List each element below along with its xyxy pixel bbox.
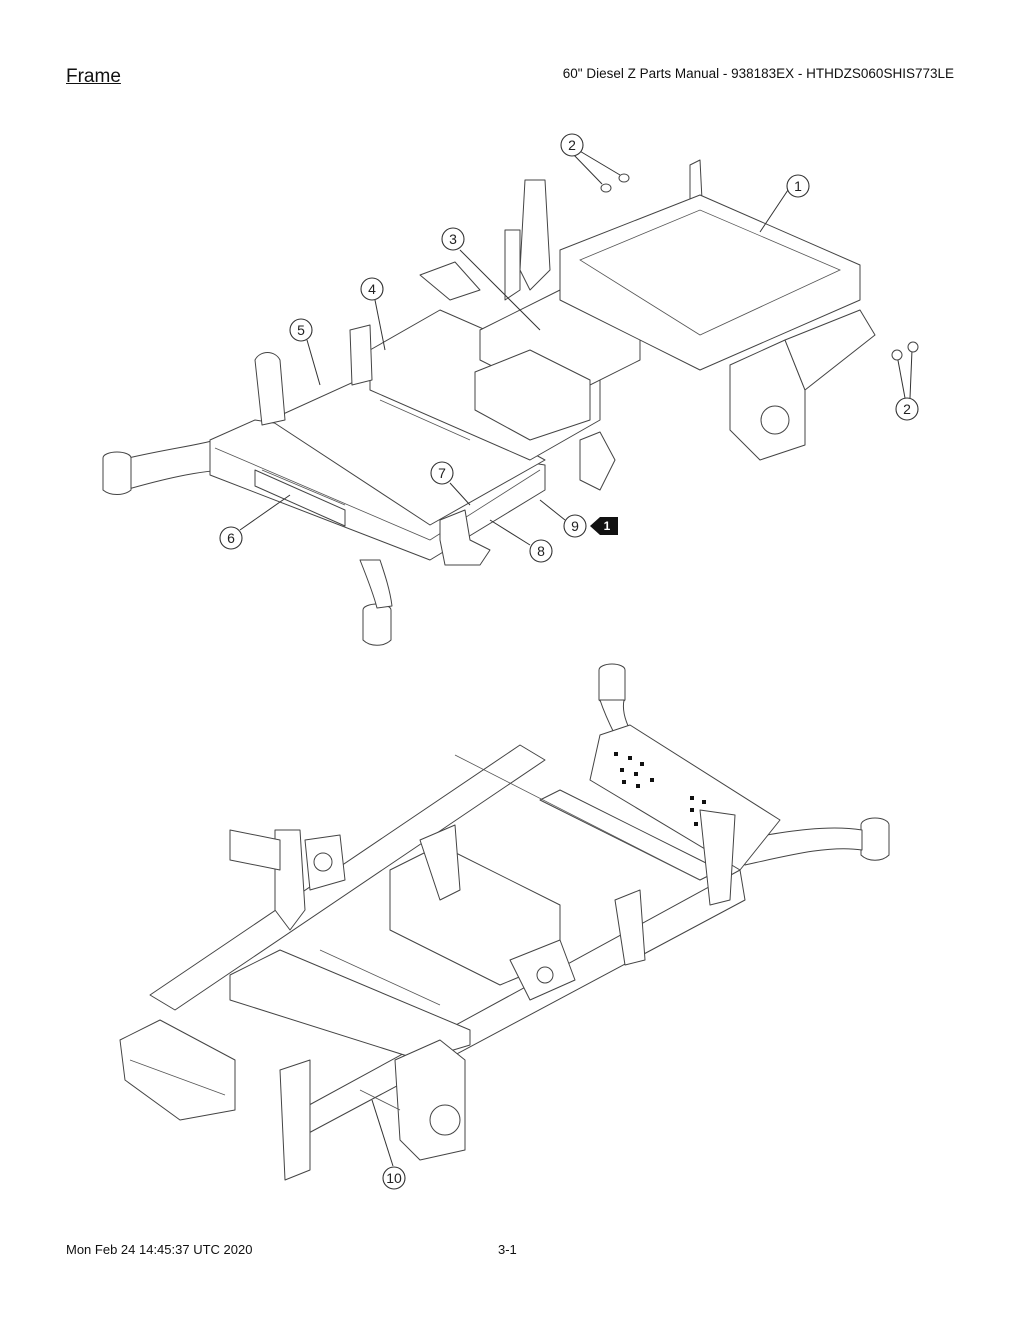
callout-10: 10 xyxy=(382,1166,406,1190)
svg-text:7: 7 xyxy=(438,465,446,481)
svg-text:1: 1 xyxy=(794,178,802,194)
hardware-pins xyxy=(600,173,919,361)
svg-text:2: 2 xyxy=(568,137,576,153)
leader-lines-bottom xyxy=(371,1099,394,1167)
callout-6: 6 xyxy=(219,526,243,550)
frame-diagram-top: 1 2 2 3 4 5 6 7 8 9 1 xyxy=(102,133,919,646)
note-flag-icon: 1 xyxy=(590,517,618,535)
callout-9: 9 xyxy=(563,514,587,538)
callout-7: 7 xyxy=(430,461,454,485)
frame-diagram-bottom: 10 xyxy=(119,663,890,1190)
callout-2a: 2 xyxy=(560,133,584,157)
page-title: Frame xyxy=(66,66,121,87)
svg-text:9: 9 xyxy=(571,518,579,534)
footer-timestamp: Mon Feb 24 14:45:37 UTC 2020 xyxy=(66,1242,253,1257)
leader-lines-top xyxy=(239,149,913,546)
callout-2b: 2 xyxy=(895,397,919,421)
svg-text:5: 5 xyxy=(297,322,305,338)
callout-1: 1 xyxy=(786,174,810,198)
svg-text:8: 8 xyxy=(537,543,545,559)
callout-3: 3 xyxy=(441,227,465,251)
svg-text:4: 4 xyxy=(368,281,376,297)
frame-outline-top xyxy=(102,159,876,646)
svg-text:3: 3 xyxy=(449,231,457,247)
callout-5: 5 xyxy=(289,318,313,342)
callout-8: 8 xyxy=(529,539,553,563)
page-number: 3-1 xyxy=(498,1242,517,1257)
svg-text:2: 2 xyxy=(903,401,911,417)
svg-text:1: 1 xyxy=(604,519,611,533)
svg-text:6: 6 xyxy=(227,530,235,546)
callout-4: 4 xyxy=(360,277,384,301)
frame-outline-bottom xyxy=(119,663,890,1181)
svg-text:10: 10 xyxy=(386,1170,402,1186)
manual-header: 60" Diesel Z Parts Manual - 938183EX - H… xyxy=(562,66,954,81)
